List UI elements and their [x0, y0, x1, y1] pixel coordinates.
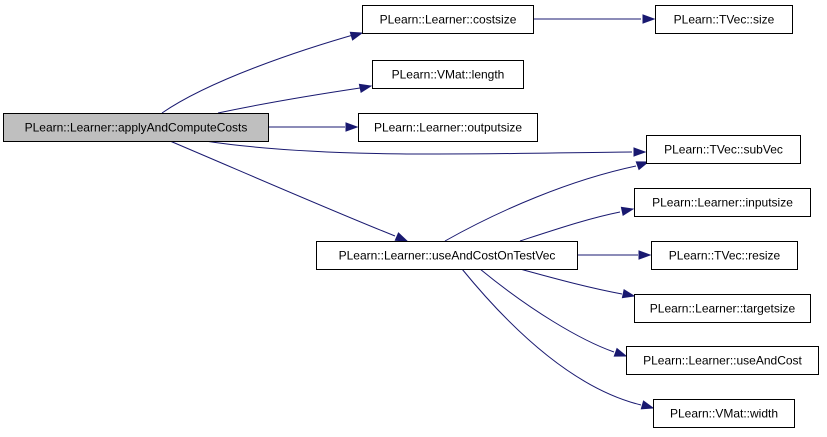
edge-line: [461, 268, 642, 406]
node-box[interactable]: [358, 113, 538, 142]
node-box[interactable]: [362, 5, 534, 34]
node-label: PLearn::VMat::width: [670, 407, 778, 421]
node-label: PLearn::Learner::useAndCost: [643, 354, 802, 368]
node-box[interactable]: [646, 135, 801, 164]
node-label: PLearn::Learner::applyAndComputeCosts: [25, 121, 248, 135]
node-outputsize[interactable]: PLearn::Learner::outputsize: [358, 113, 538, 142]
arrowhead-icon: [635, 161, 650, 171]
node-targetsize[interactable]: PLearn::Learner::targetsize: [634, 294, 811, 323]
edge-useandcosttest-to-subvec: [444, 161, 650, 242]
node-label: PLearn::TVec::size: [674, 13, 775, 27]
node-box[interactable]: [626, 346, 819, 375]
node-vmat_width[interactable]: PLearn::VMat::width: [653, 399, 795, 428]
edge-apply-to-vmat_length: [217, 83, 373, 114]
node-box[interactable]: [634, 294, 811, 323]
edge-useandcosttest-to-inputsize: [519, 206, 635, 242]
node-label: PLearn::Learner::costsize: [380, 13, 517, 27]
arrowhead-icon: [633, 147, 647, 157]
node-resize[interactable]: PLearn::TVec::resize: [651, 241, 798, 270]
edge-useandcosttest-to-targetsize: [519, 268, 636, 299]
node-box[interactable]: [651, 241, 798, 270]
arrowhead-icon: [621, 288, 636, 299]
edge-line: [161, 32, 361, 114]
edge-line: [204, 140, 633, 155]
node-subvec[interactable]: PLearn::TVec::subVec: [646, 135, 801, 164]
edge-useandcosttest-to-useandcost: [479, 268, 628, 357]
node-label: PLearn::Learner::targetsize: [650, 302, 796, 316]
node-inputsize[interactable]: PLearn::Learner::inputsize: [634, 188, 811, 217]
node-box[interactable]: [653, 399, 795, 428]
edge-apply-to-costsize: [161, 31, 364, 114]
node-box[interactable]: [655, 5, 793, 34]
node-label: PLearn::Learner::useAndCostOnTestVec: [339, 249, 556, 263]
node-tvec_size[interactable]: PLearn::TVec::size: [655, 5, 793, 34]
edge-costsize-to-tvec_size: [533, 14, 656, 24]
edge-line: [217, 87, 361, 114]
edges-layer: [161, 14, 656, 410]
node-vmat_length[interactable]: PLearn::VMat::length: [372, 60, 524, 89]
node-label: PLearn::Learner::inputsize: [652, 196, 793, 210]
edge-apply-to-subvec: [204, 140, 647, 157]
arrowhead-icon: [638, 250, 652, 260]
edge-apply-to-outputsize: [268, 122, 359, 132]
edge-useandcosttest-to-resize: [577, 250, 652, 260]
edge-line: [479, 268, 615, 353]
arrowhead-icon: [345, 122, 359, 132]
arrowhead-icon: [349, 31, 364, 41]
edge-line: [519, 268, 623, 295]
node-label: PLearn::TVec::resize: [669, 249, 781, 263]
node-costsize[interactable]: PLearn::Learner::costsize: [362, 5, 534, 34]
edge-apply-to-useandcosttest: [169, 140, 409, 242]
edge-line: [444, 165, 637, 242]
arrowhead-icon: [613, 347, 628, 357]
edge-line: [519, 211, 621, 242]
arrowhead-icon: [620, 206, 635, 217]
node-label: PLearn::VMat::length: [392, 68, 505, 82]
edge-useandcosttest-to-vmat_width: [461, 268, 655, 410]
arrowhead-icon: [640, 400, 655, 410]
node-label: PLearn::Learner::outputsize: [374, 121, 522, 135]
node-useandcosttest[interactable]: PLearn::Learner::useAndCostOnTestVec: [316, 241, 578, 270]
node-box[interactable]: [372, 60, 524, 89]
arrowhead-icon: [642, 14, 656, 24]
arrowhead-icon: [358, 83, 373, 94]
node-box[interactable]: [3, 113, 269, 142]
nodes-layer: PLearn::Learner::applyAndComputeCostsPLe…: [3, 5, 819, 428]
arrowhead-icon: [394, 232, 409, 242]
edge-line: [169, 140, 396, 237]
node-useandcost[interactable]: PLearn::Learner::useAndCost: [626, 346, 819, 375]
node-box[interactable]: [316, 241, 578, 270]
node-box[interactable]: [634, 188, 811, 217]
node-apply[interactable]: PLearn::Learner::applyAndComputeCosts: [3, 113, 269, 142]
node-label: PLearn::TVec::subVec: [664, 143, 783, 157]
